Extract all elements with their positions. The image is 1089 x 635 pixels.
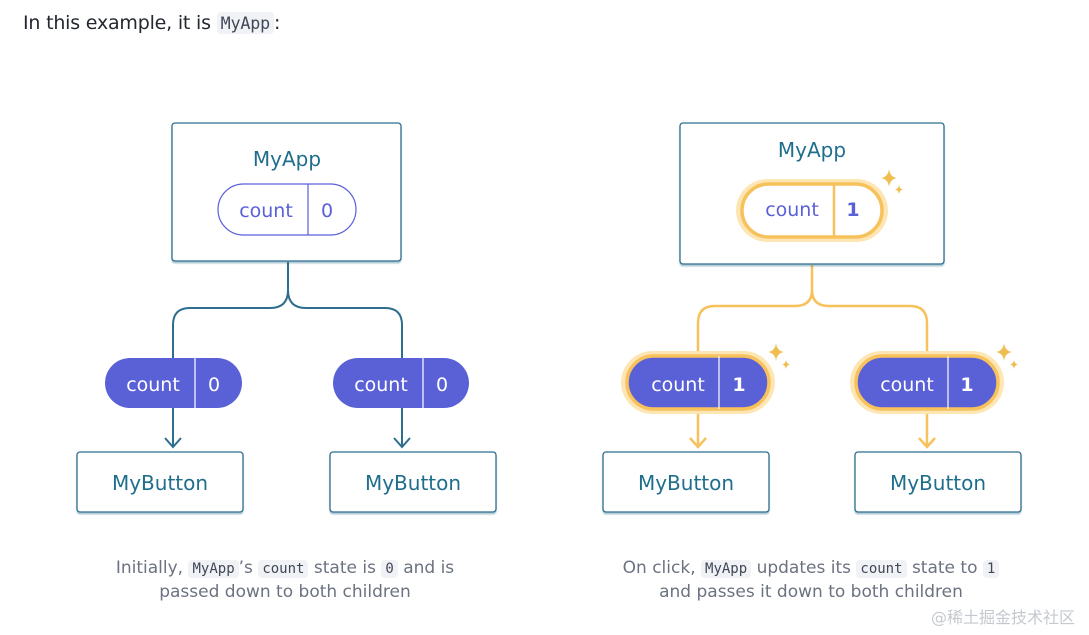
right-child1-sparkle-icon xyxy=(768,343,790,369)
right-parent-state-pill xyxy=(740,182,884,239)
right-child2-state-value: 1 xyxy=(960,374,973,396)
right-caption-text-2: updates its xyxy=(756,558,851,578)
right-child1-state-value: 1 xyxy=(732,374,745,396)
intro-code: MyApp xyxy=(216,12,274,34)
right-child1-state-label: count xyxy=(651,374,705,396)
left-diagram: MyApp count 0 count 0 count 0 MyButton M… xyxy=(76,122,497,513)
left-child2-state-pill xyxy=(333,358,469,408)
left-caption-code-count: count xyxy=(258,560,309,578)
right-connector-tree xyxy=(696,265,929,352)
right-parent-state-label: count xyxy=(765,199,819,221)
left-caption-code-value: 0 xyxy=(381,560,398,578)
right-caption-code-myapp: MyApp xyxy=(701,560,752,578)
right-caption-code-count: count xyxy=(856,560,907,578)
left-parent-state-value: 0 xyxy=(321,200,333,222)
right-caption-text-3: state to xyxy=(911,558,978,578)
left-caption-code-myapp: MyApp xyxy=(188,560,239,578)
right-child1-box xyxy=(602,451,770,513)
right-caption-line1: On click, MyApp updates its count state … xyxy=(596,557,1026,581)
left-parent-state-label: count xyxy=(239,200,293,222)
right-caption-text-1: On click, xyxy=(622,558,696,578)
left-caption-text-3: state is xyxy=(313,558,376,578)
right-caption: On click, MyApp updates its count state … xyxy=(596,557,1026,604)
right-child1-name: MyButton xyxy=(638,471,734,495)
right-arrow-2 xyxy=(918,410,936,449)
right-arrow-1 xyxy=(689,410,707,449)
left-arrow-1 xyxy=(164,408,182,449)
left-child1-state-pill xyxy=(105,358,242,408)
left-child1-name: MyButton xyxy=(112,471,208,495)
left-child2-name: MyButton xyxy=(365,471,461,495)
left-parent-state-pill xyxy=(217,183,357,236)
left-caption-text-4: and is xyxy=(403,558,455,578)
intro-text: In this example, it is MyApp: xyxy=(23,12,280,34)
right-diagram: MyApp count 1 count 1 count 1 xyxy=(602,122,1022,513)
left-caption-text-2: ’s xyxy=(238,558,253,578)
intro-label: In this example, it is xyxy=(23,12,211,34)
right-parent-sparkle-icon xyxy=(881,169,903,194)
left-child1-state-label: count xyxy=(126,374,180,396)
right-caption-line2: and passes it down to both children xyxy=(659,582,963,602)
right-child2-box xyxy=(854,451,1022,513)
left-arrow-2 xyxy=(393,408,411,449)
left-parent-title: MyApp xyxy=(253,147,321,171)
left-child1-state-value: 0 xyxy=(208,374,220,396)
right-child1-state-pill xyxy=(625,354,771,411)
right-child2-name: MyButton xyxy=(890,471,986,495)
left-child2-state-value: 0 xyxy=(436,374,448,396)
right-parent-title: MyApp xyxy=(778,138,846,162)
right-child2-state-label: count xyxy=(880,374,934,396)
right-caption-code-value: 1 xyxy=(982,560,1000,578)
left-caption-text-1: Initially, xyxy=(115,558,184,578)
right-child2-state-pill xyxy=(854,354,1000,411)
left-child1-box xyxy=(76,451,244,513)
left-caption-line1: Initially, MyApp’s count state is 0 and … xyxy=(70,557,500,581)
watermark: @稀土掘金技术社区 xyxy=(930,608,1075,627)
intro-suffix: : xyxy=(273,12,281,34)
right-parent-state-value: 1 xyxy=(846,199,859,221)
left-caption: Initially, MyApp’s count state is 0 and … xyxy=(70,557,500,604)
left-caption-line2: passed down to both children xyxy=(159,582,411,602)
left-child2-state-label: count xyxy=(354,374,408,396)
right-child2-sparkle-icon xyxy=(996,343,1018,369)
left-child2-box xyxy=(329,451,497,513)
left-connector-tree xyxy=(172,262,403,360)
